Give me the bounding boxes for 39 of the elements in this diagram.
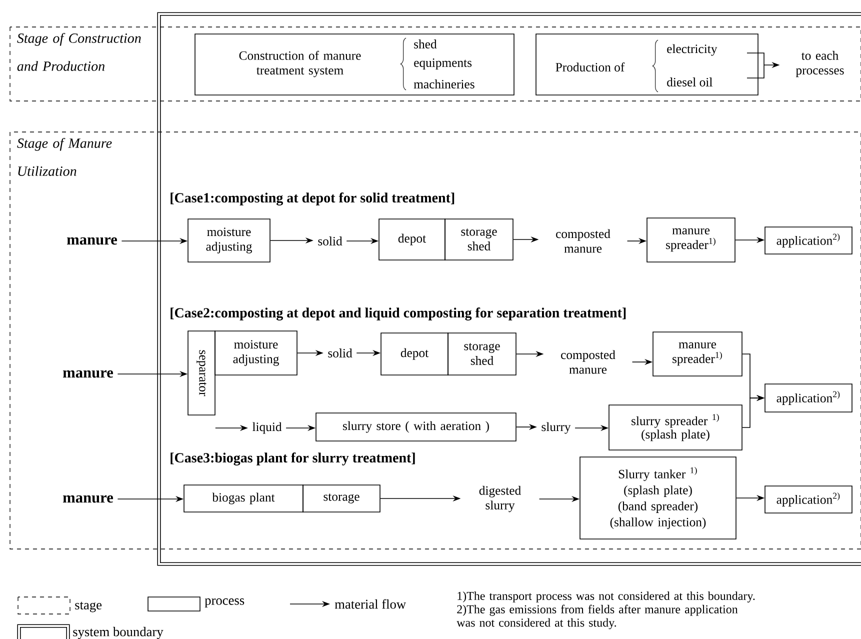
flow-text: solid [328,348,352,358]
process-box: Production of electricity diesel oil [536,34,758,96]
process-box: moisture adjusting [188,218,270,262]
process-box: depot [380,332,448,376]
process-box: separator [188,330,216,416]
flow-text: to each processes [796,50,844,78]
flow-text: slurry [542,422,571,434]
flow-text: composted manure [556,229,610,253]
footnote: 2)The gas emissions from fields after manure application was not considered at this study. [456,604,738,630]
flow-text: solid [318,236,342,246]
process-box: application$^{2)}$ [764,486,852,514]
process-box: application$^{2)}$ [764,226,852,254]
legend-label: stage [75,602,102,612]
process-box: Construction of manure treatment system shed equipments machineries [194,34,514,96]
flow-text: manure [63,370,114,378]
flow-text: composted manure [561,350,616,374]
legend-label: system boundary [73,626,164,639]
flow-text: digested slurry [479,486,521,512]
flow-text: manure [67,237,118,245]
process-box: application$^{2)}$ [764,384,852,412]
process-box: storage shed [444,218,514,260]
process-box: manure spreader$^{1)}$ [652,332,742,376]
legend-label: process [204,598,244,608]
case-heading: [Case3:biogas plant for slurry treatment] [170,452,415,466]
process-box: Slurry tanker $^{1)}$ (splash plate) (band spreader) (shallow injection) [580,456,736,540]
process-box: biogas plant [184,484,304,512]
process-box: manure spreader$^{1)}$ [646,218,736,262]
process-box: slurry spreader $^{1)}$ (splash plate) [608,404,742,450]
process-box: storage shed [448,332,516,376]
process-box: depot [378,218,446,260]
flow-text: manure [63,495,114,503]
legend-label: material flow [334,599,406,609]
process-box: storage [302,484,380,512]
process-box: moisture adjusting [214,330,298,376]
process-box: slurry store ( with aeration ) [316,412,516,442]
case-heading: [Case2:composting at depot and liquid composting for separation treatment] [170,308,626,320]
footnote: 1)The transport process was not considered at this boundary. [458,592,755,602]
case-heading: [Case1:composting at depot for solid treatment] [170,192,454,206]
flow-text: liquid [252,422,282,434]
